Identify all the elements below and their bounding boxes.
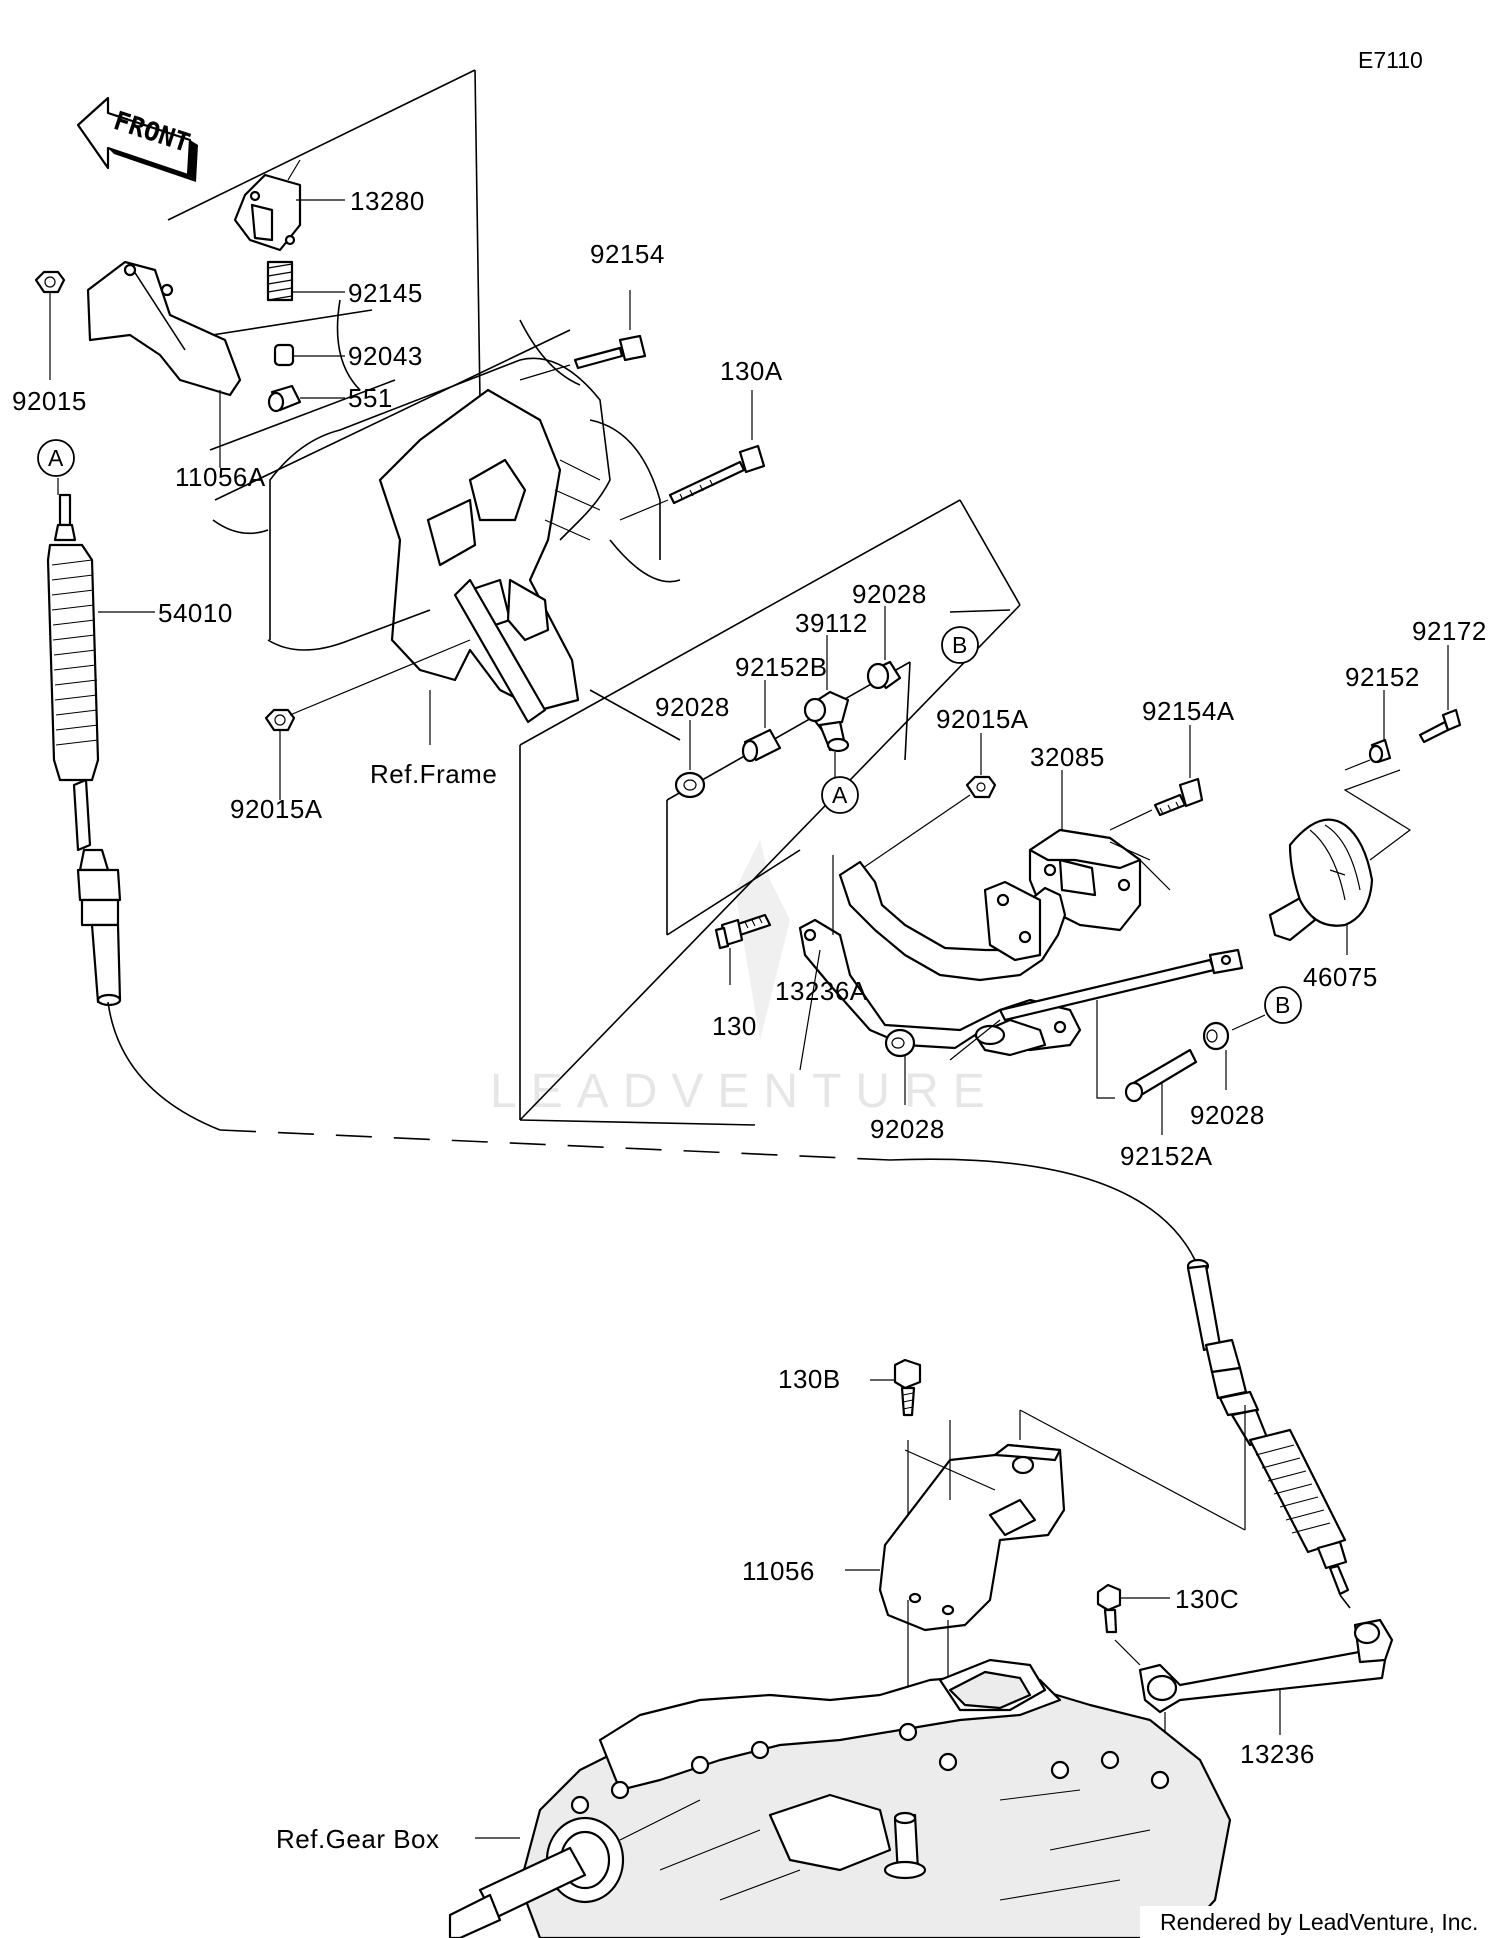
bushing-92028-top — [866, 606, 902, 690]
label-39112: 39112 — [795, 608, 868, 638]
screw-92172 — [1418, 645, 1462, 744]
callout-b-right-label: B — [1275, 992, 1290, 1018]
label-92015A-mid: 92015A — [936, 704, 1029, 734]
bolt-130C — [1096, 1583, 1170, 1666]
rod-92152A — [1096, 1000, 1198, 1135]
bolt-92154A — [1109, 725, 1204, 831]
label-ref-gear-box: Ref.Gear Box — [276, 1824, 440, 1854]
callout-a-mid: A — [821, 776, 859, 814]
label-130C: 130C — [1175, 1584, 1239, 1614]
label-551: 551 — [348, 383, 393, 413]
callout-b-top-label: B — [952, 632, 967, 658]
label-92154: 92154 — [590, 239, 665, 269]
spring-icon — [266, 260, 294, 302]
label-130: 130 — [712, 1011, 757, 1041]
label-92028-top: 92028 — [852, 579, 927, 609]
bracket-11056 — [845, 1405, 1246, 1720]
label-92145: 92145 — [348, 278, 423, 308]
callout-a-top: A — [37, 439, 75, 477]
label-130B: 130B — [778, 1364, 841, 1394]
gear-box — [448, 1658, 1232, 1938]
nut-92015 — [34, 270, 66, 380]
label-92015A-left: 92015A — [230, 794, 323, 824]
bolt-130A — [619, 390, 766, 521]
label-92028-right: 92028 — [1190, 1100, 1265, 1130]
bushing-92028-left — [674, 720, 706, 799]
nut-92015A-mid — [859, 733, 997, 871]
nut-92015A-left — [264, 639, 471, 800]
callout-a-mid-label: A — [832, 782, 848, 808]
lever-13236A — [798, 855, 1244, 1071]
label-92152B: 92152B — [735, 652, 828, 682]
watermark-text: LEADVENTURE — [490, 1065, 999, 1118]
frame-bracket — [167, 69, 681, 745]
throttle-block — [233, 159, 345, 413]
label-13280: 13280 — [350, 186, 425, 216]
label-92172: 92172 — [1412, 616, 1487, 646]
cover-plate-11056A — [86, 260, 242, 468]
joint-39112 — [803, 635, 850, 778]
bolt-130 — [714, 913, 772, 985]
watermark: LEADVENTURE — [490, 840, 999, 1118]
label-11056: 11056 — [742, 1556, 815, 1586]
callout-b-top: B — [941, 626, 979, 664]
bushing-92028-right — [1202, 1014, 1266, 1090]
bolt-92154 — [519, 290, 647, 381]
label-13236A: 13236A — [775, 976, 868, 1006]
bushing-92028-bottom — [884, 1028, 916, 1105]
label-13236: 13236 — [1240, 1739, 1315, 1769]
pin-92152B — [741, 680, 782, 763]
label-92154A: 92154A — [1142, 696, 1235, 726]
label-92043: 92043 — [348, 341, 423, 371]
callout-a-top-label: A — [48, 445, 64, 471]
label-11056A: 11056A — [175, 462, 266, 492]
part-labels: 13280 92145 92043 551 92015 11056A 92154… — [12, 186, 1487, 1854]
cable-right-end — [1186, 1258, 1351, 1609]
pin-92152 — [1344, 690, 1392, 771]
knob-46075 — [1268, 769, 1412, 955]
front-arrow-icon: FRONT — [76, 96, 198, 182]
arm-13236 — [1089, 1618, 1394, 1781]
callout-b-right: B — [1264, 986, 1302, 1024]
label-ref-frame: Ref.Frame — [370, 759, 497, 789]
diagram-code: E7110 — [1358, 47, 1423, 73]
lever-group-frame — [519, 499, 1021, 1126]
label-92028-left: 92028 — [655, 692, 730, 722]
label-92015: 92015 — [12, 386, 87, 416]
credit-text: Rendered by LeadVenture, Inc. — [1160, 1909, 1478, 1935]
label-46075: 46075 — [1303, 962, 1378, 992]
cable-54010 — [46, 478, 1196, 1261]
label-92152A: 92152A — [1120, 1141, 1213, 1171]
label-92028-bottom: 92028 — [870, 1114, 945, 1144]
label-92152: 92152 — [1345, 662, 1420, 692]
label-54010: 54010 — [158, 598, 233, 628]
label-32085: 32085 — [1030, 742, 1105, 772]
label-130A: 130A — [720, 356, 783, 386]
